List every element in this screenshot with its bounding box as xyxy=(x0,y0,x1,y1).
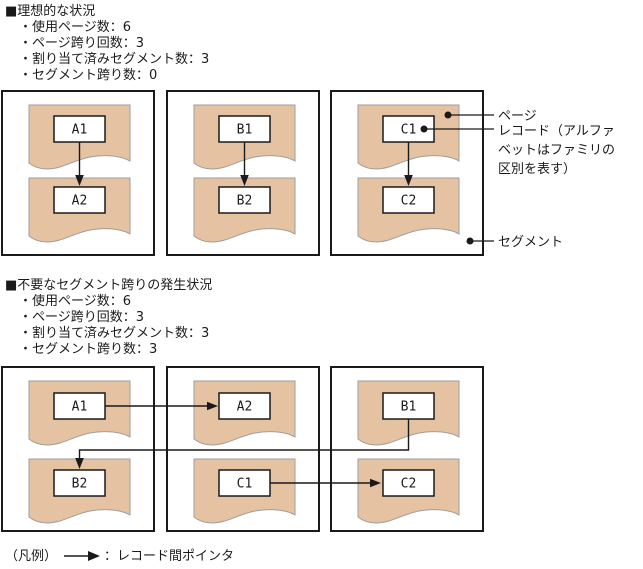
record-label: C2 xyxy=(401,194,417,209)
callout-record-line1: レコード（アルファ xyxy=(498,124,615,139)
bullet-page-crossings: ・ページ跨り回数：3 xyxy=(19,36,145,51)
record-box xyxy=(53,186,106,214)
callout-record-line3: 区別を表す） xyxy=(498,162,577,177)
record-box xyxy=(218,469,271,497)
record-label: A1 xyxy=(72,123,88,138)
record-label: B1 xyxy=(237,123,253,138)
section-bad-heading: ■不要なセグメント跨りの発生状況 xyxy=(5,278,213,293)
record-label: B2 xyxy=(72,477,88,492)
segment: A2 C1 xyxy=(166,366,320,532)
section-ideal: ■理想的な状況 ・使用ページ数：6 ・ページ跨り回数：3 ・割り当て済みセグメン… xyxy=(5,4,209,84)
segment: B1 C2 xyxy=(330,366,484,532)
segment: B1 B2 xyxy=(166,90,320,256)
diagram-ideal: A1 A2 B1 B2 xyxy=(1,90,494,256)
record-label: C1 xyxy=(401,123,417,138)
bullet-allocated-segments: ・割り当て済みセグメント数：3 xyxy=(19,326,210,341)
record-box xyxy=(218,115,271,143)
segment: C1 C2 xyxy=(330,90,484,256)
record-box xyxy=(382,392,435,420)
arrowhead-icon xyxy=(75,175,84,186)
legend-label: ：レコード間ポインタ xyxy=(104,549,235,564)
arrowhead-icon xyxy=(370,478,381,488)
arrowhead-icon xyxy=(240,175,249,186)
arrowhead-icon xyxy=(207,401,218,411)
legend-prefix: （凡例） xyxy=(5,549,58,564)
record-label: B1 xyxy=(401,400,417,415)
segment: A1 A2 xyxy=(1,90,155,256)
record-box xyxy=(218,186,271,214)
callout-record-label: レコード（アルファ ベットはファミリの 区別を表す） xyxy=(498,122,615,179)
callout-record-line2: ベットはファミリの xyxy=(498,143,616,158)
bullet-segment-crossings: ・セグメント跨り数：3 xyxy=(19,342,158,357)
record-box xyxy=(218,392,271,420)
record-box xyxy=(382,469,435,497)
record-box xyxy=(53,392,106,420)
section-bad: ■不要なセグメント跨りの発生状況 ・使用ページ数：6 ・ページ跨り回数：3 ・割… xyxy=(5,278,212,358)
diagram-bad: A1 B2 A2 C1 B1 C2 xyxy=(1,366,484,532)
legend-arrow xyxy=(64,551,100,561)
record-box xyxy=(382,186,435,214)
record-label: A2 xyxy=(72,194,88,209)
callout-dot-page xyxy=(444,111,452,119)
arrowhead-icon xyxy=(88,551,100,561)
record-label: A2 xyxy=(237,400,253,415)
section-ideal-heading: ■理想的な状況 xyxy=(5,4,96,19)
callout-page-label: ページ xyxy=(498,109,537,124)
bullet-page-crossings: ・ページ跨り回数：3 xyxy=(19,310,145,325)
record-label: C1 xyxy=(237,477,253,492)
bullet-used-pages: ・使用ページ数：6 xyxy=(19,294,132,309)
segment: A1 B2 xyxy=(1,366,155,532)
bullet-segment-crossings: ・セグメント跨り数：0 xyxy=(19,68,158,83)
arrowhead-icon xyxy=(404,175,413,186)
bullet-used-pages: ・使用ページ数：6 xyxy=(19,20,132,35)
record-label: A1 xyxy=(72,400,88,415)
record-pointer-arrow-b1-b2 xyxy=(78,419,410,459)
arrowhead-icon xyxy=(75,458,84,469)
record-label: C2 xyxy=(401,477,417,492)
record-label: B2 xyxy=(237,194,253,209)
callout-dot-segment xyxy=(466,237,474,245)
callout-dot-record xyxy=(420,125,428,133)
callout-segment-label: セグメント xyxy=(498,235,564,250)
record-box xyxy=(53,469,106,497)
bullet-allocated-segments: ・割り当て済みセグメント数：3 xyxy=(19,52,210,67)
